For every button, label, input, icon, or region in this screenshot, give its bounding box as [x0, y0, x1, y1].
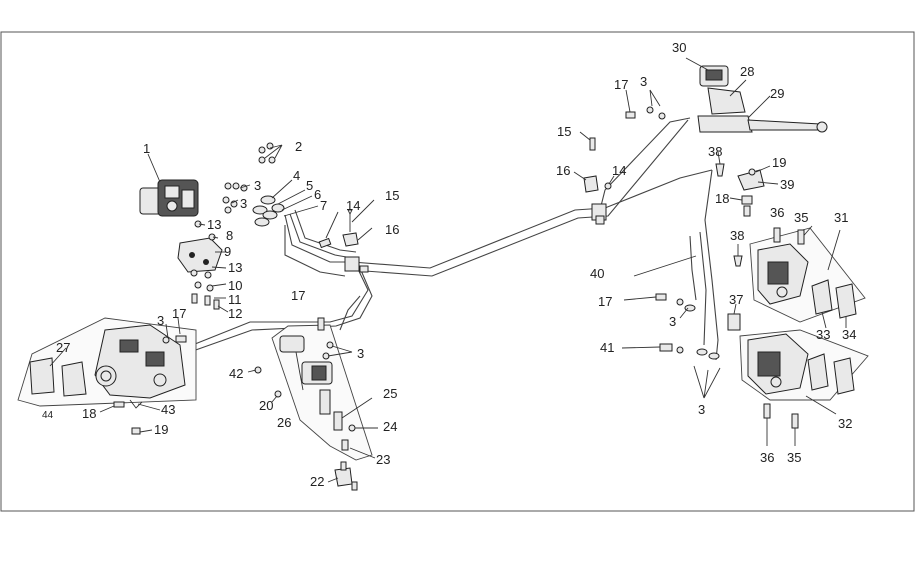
leader-1 — [147, 153, 161, 183]
callout-20: 20 — [259, 398, 273, 413]
callout-24: 24 — [383, 419, 397, 434]
callout-42: 42 — [229, 366, 243, 381]
callout-40: 40 — [590, 266, 604, 281]
callout-34: 34 — [842, 327, 856, 342]
callout-11: 11 — [228, 292, 242, 307]
callout-36: 36 — [760, 450, 774, 465]
callout-18: 18 — [715, 191, 729, 206]
callout-19: 19 — [772, 155, 786, 170]
callout-38: 38 — [730, 228, 744, 243]
diagram-border — [0, 31, 915, 512]
callout-12: 12 — [228, 306, 242, 321]
callout-16: 16 — [556, 163, 570, 178]
callout-28: 28 — [740, 64, 754, 79]
front-master-small-parts — [579, 106, 666, 151]
callout-17: 17 — [172, 306, 186, 321]
callout-3: 3 — [669, 314, 676, 329]
callout-39: 39 — [780, 177, 794, 192]
left-caliper — [94, 324, 186, 399]
callout-31: 31 — [834, 210, 848, 225]
callout-13: 13 — [228, 260, 242, 275]
callout-10: 10 — [228, 278, 242, 293]
pipe-junction-center — [344, 256, 369, 273]
right-lower-pads — [763, 353, 855, 446]
callout-9: 9 — [224, 244, 231, 259]
callout-16: 16 — [385, 222, 399, 237]
callout-41: 41 — [600, 340, 614, 355]
rear-sensor-bracket — [727, 303, 741, 331]
leaders-front-master — [625, 57, 771, 119]
callout-labels: 1 2 3 3 4 5 6 7 8 9 10 11 12 13 13 14 15… — [42, 40, 856, 489]
callout-44: 44 — [42, 410, 54, 421]
left-caliper-small-parts — [99, 317, 187, 435]
rear-master-cylinder — [254, 317, 356, 451]
callout-3: 3 — [254, 178, 261, 193]
callout-15: 15 — [385, 188, 399, 203]
pipe-junction-right — [591, 203, 607, 225]
callout-3: 3 — [157, 313, 164, 328]
callout-6: 6 — [314, 187, 321, 202]
callout-25: 25 — [383, 386, 397, 401]
callout-3: 3 — [640, 74, 647, 89]
callout-2: 2 — [295, 139, 302, 154]
front-master-cylinder — [697, 65, 828, 133]
left-brake-pads — [29, 347, 87, 397]
callout-13: 13 — [207, 217, 221, 232]
callout-3: 3 — [240, 196, 247, 211]
abs-bracket — [177, 237, 223, 273]
callout-3: 3 — [357, 346, 364, 361]
callout-1: 1 — [143, 141, 150, 156]
callout-3: 3 — [698, 402, 705, 417]
callout-5: 5 — [306, 178, 313, 193]
callout-19: 19 — [154, 422, 168, 437]
callout-15: 15 — [557, 124, 571, 139]
clip-14-15-16-center — [318, 199, 375, 249]
right-lower-caliper — [747, 333, 809, 395]
callout-35: 35 — [787, 450, 801, 465]
abs-modulator-unit — [139, 179, 199, 217]
callout-35: 35 — [794, 210, 808, 225]
callout-17: 17 — [598, 294, 612, 309]
callout-8: 8 — [226, 228, 233, 243]
fastener-cluster-left — [190, 142, 276, 310]
callout-14: 14 — [346, 198, 360, 213]
callout-17: 17 — [291, 288, 305, 303]
callout-32: 32 — [838, 416, 852, 431]
callout-26: 26 — [277, 415, 291, 430]
callout-30: 30 — [672, 40, 686, 55]
right-upper-caliper — [757, 243, 809, 305]
callout-38: 38 — [708, 144, 722, 159]
callout-7: 7 — [320, 198, 327, 213]
callout-22: 22 — [310, 474, 324, 489]
callout-36: 36 — [770, 205, 784, 220]
callout-14: 14 — [612, 163, 626, 178]
callout-4: 4 — [293, 168, 300, 183]
banjo-fittings-cluster — [252, 195, 285, 227]
callout-37: 37 — [729, 292, 743, 307]
callout-18: 18 — [82, 406, 96, 421]
callout-43: 43 — [161, 402, 175, 417]
clip-14-16-right — [573, 171, 615, 193]
right-lower-fittings — [621, 255, 721, 399]
brake-pipes — [184, 117, 719, 361]
callout-33: 33 — [816, 327, 830, 342]
callout-17: 17 — [614, 77, 628, 92]
callout-23: 23 — [376, 452, 390, 467]
callout-27: 27 — [56, 340, 70, 355]
callout-29: 29 — [770, 86, 784, 101]
leaders-rear-master — [247, 345, 378, 459]
bolt-22-assembly — [327, 461, 358, 491]
right-upper-pads — [773, 225, 857, 329]
leaders-upper-left — [198, 144, 319, 313]
wheel-speed-sensor-parts — [715, 151, 779, 267]
